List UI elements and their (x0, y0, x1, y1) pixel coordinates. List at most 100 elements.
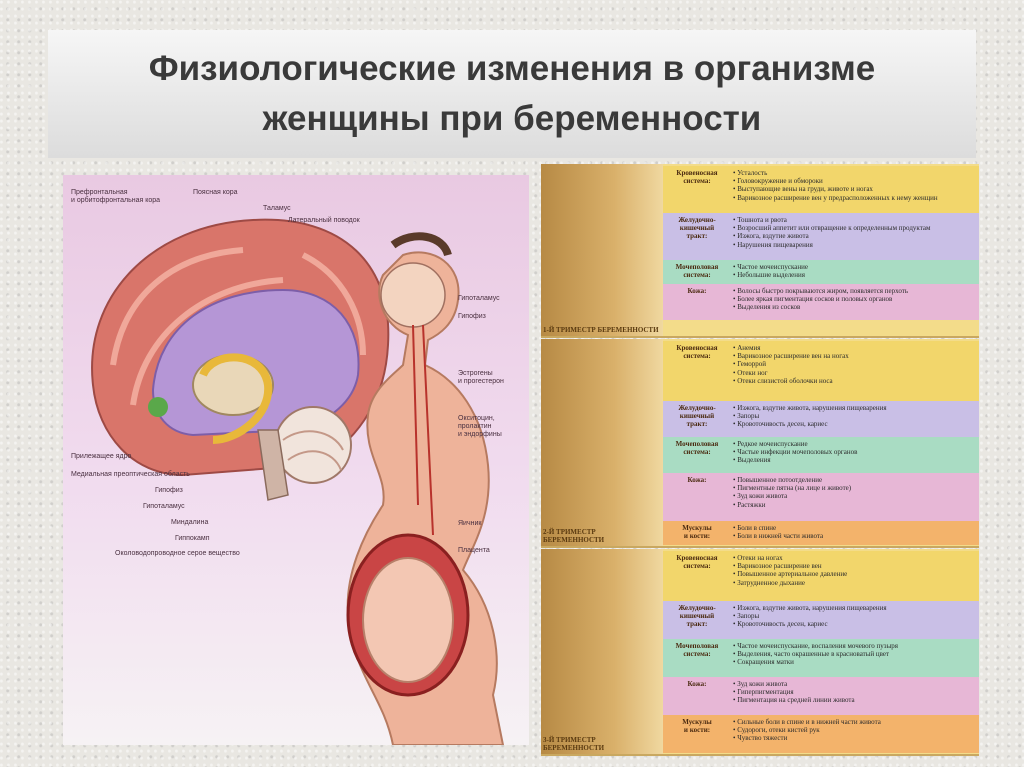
symptom-item: Геморрой (733, 360, 977, 368)
hippocampus-shape (199, 353, 273, 444)
symptom-item: Выделения, часто окрашенные в красноваты… (733, 650, 977, 658)
row-symptoms: Редкое мочеиспусканиеЧастые инфекции моч… (731, 437, 979, 473)
row-system-name: Кожа: (687, 287, 707, 295)
belly-silhouette (541, 339, 663, 546)
brain-gyri (110, 247, 366, 406)
label-lateral-habenula: Латеральный поводок (288, 217, 360, 224)
symptom-item: Повышенное артериальное давление (733, 570, 977, 578)
symptom-item: Частое мочеиспускание, воспаления мочево… (733, 642, 977, 650)
brain-illustration: Префронтальная и орбитофронтальная кора … (63, 175, 529, 745)
trimester-row: Мускулы и кости:Боли в спинеБоли в нижне… (663, 521, 979, 545)
label-oxytocin: Окситоцин, пролактин и эндорфины (458, 415, 502, 438)
row-system-name: Мочеполовая система: (675, 263, 719, 279)
symptom-item: Частое мочеиспускание (733, 263, 977, 271)
symptom-item: Небольшие выделения (733, 271, 977, 279)
symptom-item: Кровоточивость десен, кариес (733, 620, 977, 628)
label-cingulate-cortex: Поясная кора (193, 189, 238, 196)
symptom-item: Кровоточивость десен, кариес (733, 420, 977, 428)
trimester-row: Мускулы и кости: Сильные боли в спине и в… (663, 715, 979, 753)
trimester-block-3: 3-Й ТРИМЕСТР БЕРЕМЕННОСТИ Кровеносная сис… (541, 549, 979, 756)
symptom-item: Редкое мочеиспускание (733, 440, 977, 448)
row-symptoms: Боли в спинеБоли в нижней части живота (731, 521, 979, 545)
symptom-item: Сокращения матки (733, 658, 977, 666)
symptom-item: Гиперпигментация (733, 688, 977, 696)
label-hippocampus: Гиппокамп (175, 535, 210, 542)
row-system-name: Кровеносная система: (676, 554, 718, 570)
symptom-item: Отеки ног (733, 369, 977, 377)
symptom-item: Чувство тяжести (733, 734, 977, 742)
symptom-item: Волосы быстро покрываются жиром, появляе… (733, 287, 977, 295)
trimester-block-2: 2-Й ТРИМЕСТР БЕРЕМЕННОСТИ Кровеносная сис… (541, 339, 979, 548)
symptom-item: Анемия (733, 344, 977, 352)
row-symptoms: Сильные боли в спине и в нижней части жи… (731, 715, 979, 753)
row-system-name: Желудочно- кишечный тракт: (678, 604, 716, 628)
symptom-item: Изжога, вздутие живота, нарушения пищева… (733, 604, 977, 612)
row-symptoms: Частое мочеиспускание, воспаления мочево… (731, 639, 979, 677)
trimester-row: Мочеполовая система: Частое мочеиспускани… (663, 260, 979, 284)
symptom-item: Изжога, вздутие живота (733, 232, 977, 240)
symptom-item: Возросший аппетит или отвращение к опред… (733, 224, 977, 232)
symptom-item: Более яркая пигментация сосков и половых… (733, 295, 977, 303)
row-symptoms: Зуд кожи животаГиперпигментацияПигментац… (731, 677, 979, 715)
label-thalamus: Таламус (263, 205, 291, 212)
label-pituitary-right: Гипофиз (458, 313, 486, 320)
row-system-name: Кровеносная система: (676, 344, 718, 360)
row-symptoms: Частое мочеиспусканиеНебольшие выделения (731, 260, 979, 284)
label-placenta: Плацента (458, 547, 490, 554)
label-amygdala: Миндалина (171, 519, 209, 526)
symptom-item: Частые инфекции мочеполовых органов (733, 448, 977, 456)
symptom-item: Варикозное расширение вен у предрасполож… (733, 194, 977, 202)
label-nucleus-accumbens: Прилежащее ядро (71, 453, 132, 460)
symptom-item: Выступающие вены на груди, животе и нога… (733, 185, 977, 193)
label-periaqueductal-gray: Околоводопроводное серое вещество (115, 550, 240, 557)
label-ovary: Яичник (458, 520, 482, 527)
label-prefrontal-cortex: Префронтальная и орбитофронтальная кора (71, 189, 161, 204)
symptom-item: Нарушения пищеварения (733, 241, 977, 249)
symptom-item: Выделения (733, 456, 977, 464)
trimester-row: Кровеносная система: АнемияВарикозное рас… (663, 341, 979, 401)
trimester-row: Кровеносная система: Отеки на ногахВарико… (663, 551, 979, 601)
title-line-2: женщины при беременности (262, 99, 762, 138)
trimester-label: 3-Й ТРИМЕСТР БЕРЕМЕННОСТИ (543, 736, 605, 752)
row-system-name: Мускулы и кости: (682, 718, 712, 734)
symptom-item: Зуд кожи живота (733, 680, 977, 688)
trimester-row: Желудочно- кишечный тракт:Изжога, вздути… (663, 401, 979, 437)
row-symptoms: Повышенное потоотделениеПигментные пятна… (731, 473, 979, 521)
label-hypothalamus-left: Гипоталамус (143, 503, 185, 510)
symptom-item: Головокружение и обмороки (733, 177, 977, 185)
row-system-name: Кожа: (687, 476, 707, 484)
symptom-item: Пигментные пятна (на лице и животе) (733, 484, 977, 492)
label-hypothalamus-right: Гипоталамус (458, 295, 500, 302)
symptom-item: Сильные боли в спине и в нижней части жи… (733, 718, 977, 726)
row-system-name: Кожа: (687, 680, 707, 688)
row-system-name: Мочеполовая система: (675, 642, 719, 658)
trimester-row: Мочеполовая система: Редкое мочеиспускани… (663, 437, 979, 473)
trimester-row: Кровеносная система:УсталостьГоловокруже… (663, 166, 979, 213)
symptom-item: Пигментация на средней линии живота (733, 696, 977, 704)
symptom-item: Растяжки (733, 501, 977, 509)
row-symptoms: АнемияВарикозное расширение вен на ногах… (731, 341, 979, 401)
symptom-item: Запоры (733, 612, 977, 620)
row-symptoms: Волосы быстро покрываются жиром, появляе… (731, 284, 979, 320)
trimester-row: Мочеполовая система: Частое мочеиспускани… (663, 639, 979, 677)
symptom-item: Усталость (733, 169, 977, 177)
symptom-item: Отеки на ногах (733, 554, 977, 562)
symptom-item: Выделения из сосков (733, 303, 977, 311)
nucleus-accumbens-shape (148, 397, 168, 417)
symptom-item: Затрудненное дыхание (733, 579, 977, 587)
symptom-item: Тошнота и рвота (733, 216, 977, 224)
title-box: Физиологические изменения в организме же… (48, 30, 976, 158)
fetus (362, 557, 454, 683)
row-system-name: Мочеполовая система: (675, 440, 719, 456)
belly-silhouette (541, 549, 663, 754)
brainstem-shape (257, 429, 289, 501)
label-medial-preoptic: Медиальная преоптическая область (71, 471, 190, 478)
title-line-1: Физиологические изменения в организме (148, 49, 876, 88)
trimester-label: 2-Й ТРИМЕСТР БЕРЕМЕННОСТИ (543, 528, 605, 544)
symptom-item: Отеки слизистой оболочки носа (733, 377, 977, 385)
belly-silhouette (541, 164, 663, 336)
symptom-item: Запоры (733, 412, 977, 420)
row-system-name: Желудочно- кишечный тракт: (678, 216, 716, 240)
row-symptoms: Отеки на ногахВарикозное расширение венП… (731, 551, 979, 601)
